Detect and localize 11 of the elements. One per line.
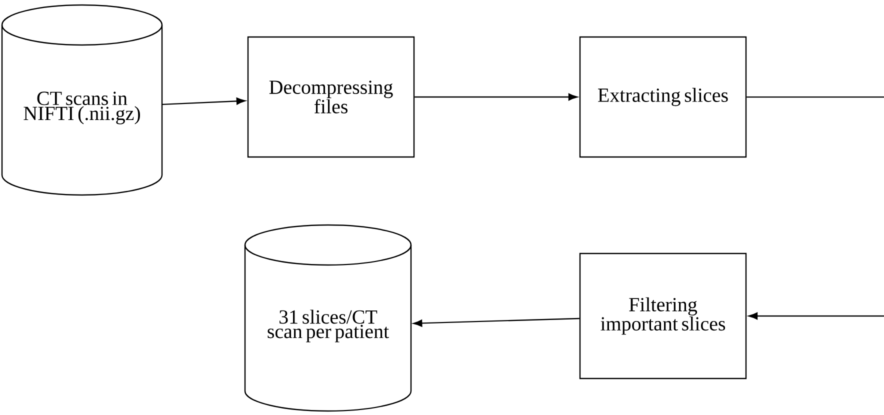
arrow xyxy=(414,93,578,101)
process-box: Filtering important slices xyxy=(579,252,747,380)
node-label: CT scans in NIFTI (.nii.gz) xyxy=(24,92,140,124)
arrow xyxy=(748,312,884,320)
process-box: Decompressing files xyxy=(247,36,415,158)
arrow xyxy=(413,318,580,327)
arrow xyxy=(162,98,246,106)
process-box: Extracting slices xyxy=(579,36,747,158)
node-label: 31 slices/CT scan per patient xyxy=(268,310,389,342)
database-cylinder: CT scans in NIFTI (.nii.gz) xyxy=(1,4,163,196)
database-cylinder: 31 slices/CT scan per patient xyxy=(244,224,412,412)
